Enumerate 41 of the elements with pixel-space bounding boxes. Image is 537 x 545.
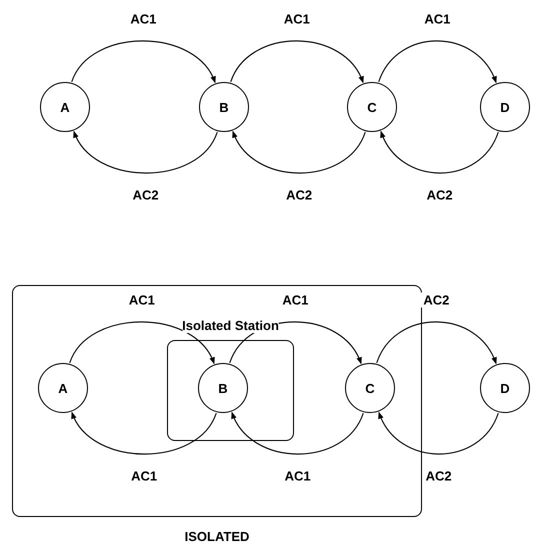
edge-label: AC1 [128, 11, 158, 26]
station-circle [40, 82, 90, 132]
station-label: B [218, 380, 228, 396]
group-heading: ISOLATED [184, 529, 250, 544]
arrow [73, 130, 218, 174]
arrow [378, 40, 497, 84]
edge-label: AC2 [421, 292, 452, 308]
edge-label: AC1 [126, 292, 157, 308]
edge-label: AC1 [282, 11, 312, 26]
edge-label: AC2 [424, 468, 454, 484]
edge-label: AC1 [129, 468, 160, 484]
station-label: C [365, 380, 375, 396]
station-label: D [500, 380, 510, 396]
arrow [378, 412, 499, 455]
station-label: D [500, 100, 510, 114]
arrow [69, 321, 215, 364]
arrow [230, 40, 364, 84]
station-label: B [219, 100, 229, 114]
edge-label: AC2 [424, 188, 455, 203]
arrow [380, 130, 499, 174]
station-label: C [367, 100, 377, 114]
arrow [71, 40, 216, 84]
station-label: A [60, 100, 70, 114]
edge-label: AC1 [280, 292, 310, 308]
edge-label: AC2 [130, 188, 161, 203]
station-circle [199, 82, 249, 132]
station-circle [480, 363, 530, 413]
station-circle [347, 82, 397, 132]
edge-label: AC1 [422, 11, 452, 26]
group-heading: Isolated Station [182, 318, 279, 333]
arrow [231, 412, 364, 455]
edge-label: AC1 [282, 468, 313, 484]
station-circle [345, 363, 395, 413]
arrow [376, 321, 497, 364]
arrow [232, 130, 366, 174]
station-circle [38, 363, 88, 413]
arrow [71, 412, 217, 455]
station-label: A [58, 380, 68, 396]
station-circle [480, 82, 530, 132]
station-circle [198, 363, 248, 413]
edge-label: AC2 [284, 188, 314, 203]
